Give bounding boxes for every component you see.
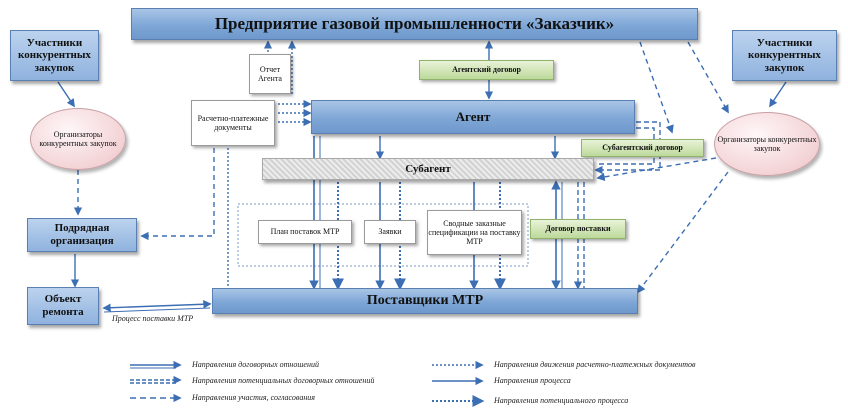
arrow-participants-to-organizers-left: [57, 81, 75, 108]
requests-box[interactable]: Заявки: [364, 220, 416, 244]
agent-contract-tag[interactable]: Агентский договор: [419, 60, 554, 80]
participants-left-box[interactable]: Участники конкурентных закупок: [10, 30, 99, 81]
subagent-bar[interactable]: Субагент: [262, 158, 594, 180]
organizers-left-oval[interactable]: Организаторы конкурентных закупок: [30, 108, 126, 170]
supply-contract-tag[interactable]: Договор поставки: [530, 219, 626, 239]
suppliers-bar[interactable]: Поставщики МТР: [212, 288, 638, 314]
arrow-participants-to-organizers-right: [769, 81, 787, 108]
arrow-customer-to-organizers-right: [687, 41, 729, 114]
subagent-contract-tag[interactable]: Субагентский договор: [581, 139, 704, 157]
supply-plan-box[interactable]: План поставок МТР: [258, 220, 352, 244]
legend-item-potential-process: Направления потенциального процесса: [494, 396, 629, 405]
legend-item-contractual: Направления договорных отношений: [192, 360, 319, 369]
arrow-object-suppliers: [102, 300, 212, 312]
customer-label: Предприятие газовой промышленности «Зака…: [214, 14, 615, 34]
organizers-right-oval[interactable]: Организаторы конкурентных закупок: [714, 112, 820, 176]
process-label: Процесс поставки МТР: [112, 314, 194, 323]
legend-item-payment-docs: Направления движения расчетно-платежных …: [494, 360, 696, 369]
contractor-box[interactable]: Подрядная организация: [27, 218, 137, 252]
specifications-box[interactable]: Сводные заказные спецификации на поставк…: [427, 210, 522, 255]
repair-object-box[interactable]: Объект ремонта: [27, 287, 99, 325]
settlement-docs-box[interactable]: Расчетно-платежные документы: [191, 100, 275, 146]
legend-item-process: Направления процесса: [494, 376, 571, 385]
customer-bar[interactable]: Предприятие газовой промышленности «Зака…: [131, 8, 698, 40]
agent-report-box[interactable]: Отчет Агента: [249, 54, 291, 94]
participants-right-box[interactable]: Участники конкурентных закупок: [732, 30, 837, 81]
agent-bar[interactable]: Агент: [311, 100, 635, 134]
legend-item-participation: Направления участия, согласования: [192, 393, 315, 402]
legend-swatches: [130, 360, 485, 407]
legend-item-potential-contractual: Направления потенциальных договорных отн…: [192, 376, 375, 385]
